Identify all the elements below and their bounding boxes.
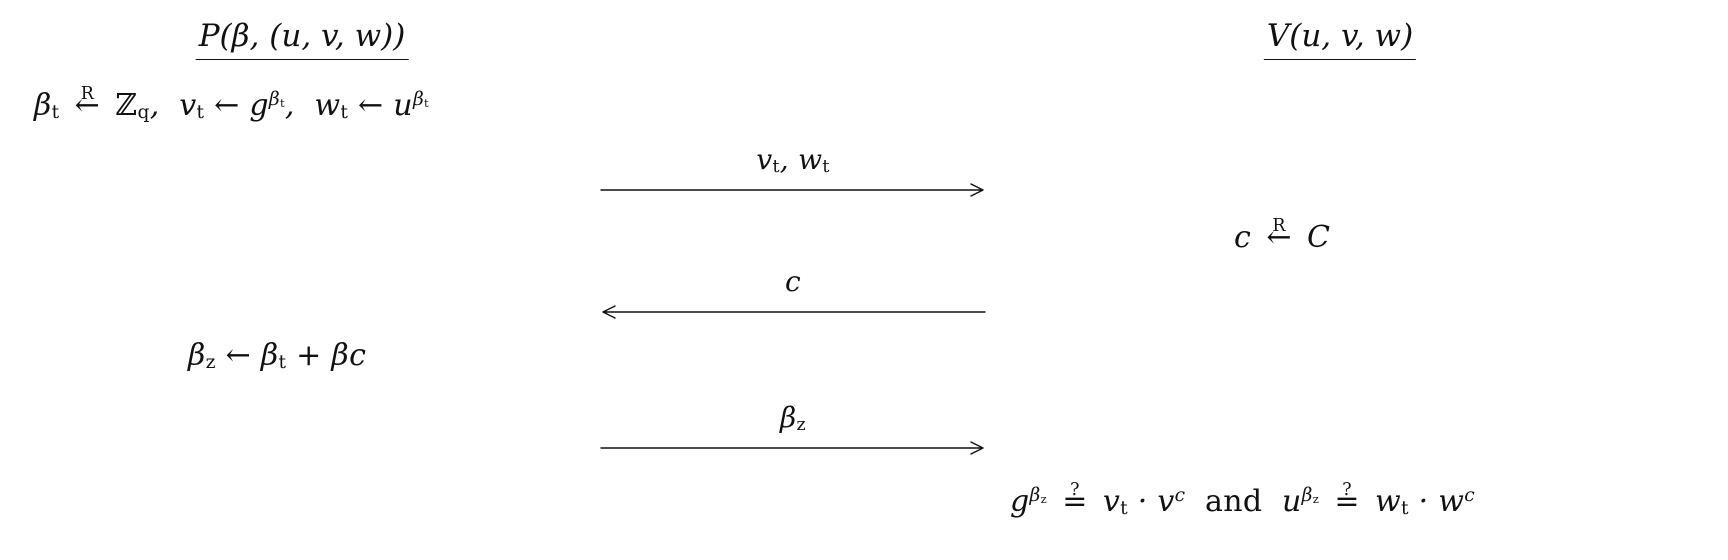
message-challenge-label: c [785, 265, 801, 298]
prover-title: P(β, (u, v, w)) [195, 18, 409, 60]
verifier-check-line: gβz ?= vt · vc and uβz ?= wt · wc [1010, 480, 1475, 520]
arrow-right-icon [600, 441, 984, 455]
message-commitment: vt, wt [600, 144, 986, 198]
verifier-title-text: V(u, v, w) [1263, 18, 1417, 60]
arrow-left-icon [602, 305, 986, 319]
arrow-right-icon [600, 183, 984, 197]
prover-title-text: P(β, (u, v, w)) [195, 18, 409, 60]
prover-response-line: βz ← βt + βc [188, 338, 367, 374]
message-challenge: c [600, 266, 986, 320]
message-response-label: βz [780, 401, 806, 436]
verifier-challenge-line: c R← C [1234, 216, 1331, 255]
prover-commit-line: βt R← ℤq, vt ← gβt, wt ← uβt [34, 84, 429, 124]
message-response: βz [600, 402, 986, 456]
verifier-title: V(u, v, w) [1263, 18, 1417, 60]
message-commitment-label: vt, wt [756, 143, 830, 178]
